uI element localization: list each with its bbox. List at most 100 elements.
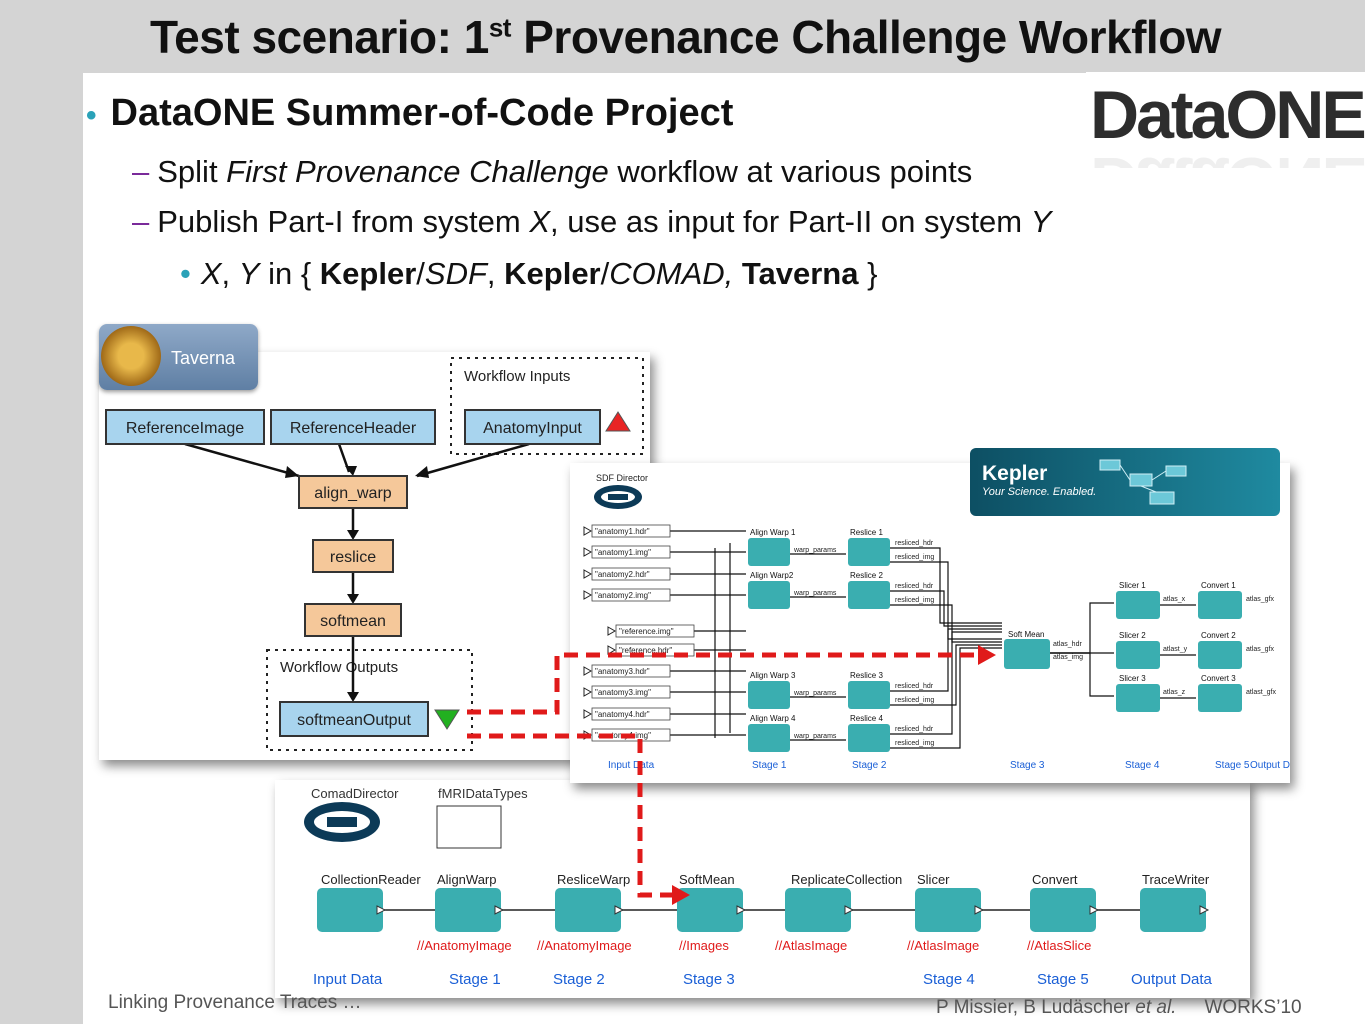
kepler-port-label: resliced_img bbox=[895, 740, 934, 747]
kepler-actor bbox=[1116, 641, 1160, 669]
input-port-icon bbox=[583, 687, 593, 697]
kepler-port-label: atlas_z bbox=[1163, 689, 1186, 696]
bullet-main: •DataONE Summer-of-Code Project bbox=[86, 92, 734, 134]
input-port-icon bbox=[583, 590, 593, 600]
kepler-input-label: "anatomy3.img" bbox=[595, 688, 651, 697]
kepler-port-label: resliced_hdr bbox=[895, 726, 934, 733]
comad-path-label: //AtlasImage bbox=[775, 938, 847, 953]
kepler-port-label: atlas_gfx bbox=[1246, 646, 1275, 653]
comad-director-label: ComadDirector bbox=[311, 786, 399, 801]
taverna-node bbox=[298, 475, 408, 509]
comad-path-label: //AnatomyImage bbox=[417, 938, 512, 953]
kepler-actor bbox=[1198, 684, 1242, 712]
taverna-node-label: softmeanOutput bbox=[297, 712, 411, 729]
kepler-actor bbox=[748, 581, 790, 609]
kepler-input-label: "anatomy2.img" bbox=[595, 591, 651, 600]
taverna-node bbox=[312, 539, 394, 573]
softmean-actor bbox=[1004, 639, 1050, 669]
input-port-icon bbox=[607, 645, 617, 655]
sdf-director-label: SDF Director bbox=[596, 473, 648, 483]
comad-actor bbox=[317, 888, 383, 932]
taverna-node-label: align_warp bbox=[314, 485, 391, 502]
kepler-port-label: atlas_gfx bbox=[1246, 596, 1275, 603]
comad-actor bbox=[435, 888, 501, 932]
kepler-stage-label: Input Data bbox=[608, 760, 655, 771]
comad-actor bbox=[915, 888, 981, 932]
kepler-input-label: "anatomy4.hdr" bbox=[595, 710, 650, 719]
taverna-node bbox=[304, 603, 402, 637]
kepler-actor-label: Slicer 1 bbox=[1119, 581, 1146, 590]
comad-actor-label: CollectionReader bbox=[321, 872, 421, 887]
kepler-actor-label: Reslice 4 bbox=[850, 714, 883, 723]
kepler-input-label: "reference.img" bbox=[619, 627, 674, 636]
kepler-stage-label: Output D bbox=[1250, 760, 1290, 771]
kepler-actor bbox=[748, 724, 790, 752]
kepler-input-label: "anatomy4.img" bbox=[595, 731, 651, 740]
input-port-icon bbox=[583, 666, 593, 676]
taverna-node bbox=[105, 409, 265, 445]
workflow-inputs-label: Workflow Inputs bbox=[464, 368, 570, 385]
output-port-icon bbox=[736, 905, 747, 915]
kepler-stage-label: Stage 1 bbox=[752, 760, 787, 771]
comad-actor bbox=[677, 888, 743, 932]
input-port-icon bbox=[583, 547, 593, 557]
kepler-port-label: warp_params bbox=[793, 547, 837, 554]
kepler-port-label: atlas_hdr bbox=[1053, 641, 1082, 648]
taverna-node bbox=[270, 409, 436, 445]
kepler-port-label: atlas_x bbox=[1163, 596, 1186, 603]
comad-actor bbox=[785, 888, 851, 932]
kepler-actor-label: Reslice 2 bbox=[850, 571, 883, 580]
kepler-port-label: atlast_y bbox=[1163, 646, 1188, 653]
bullet-split: –Split First Provenance Challenge workfl… bbox=[132, 154, 973, 189]
comad-actor-label: ResliceWarp bbox=[557, 872, 630, 887]
kepler-logo: Kepler Your Science. Enabled. bbox=[970, 448, 1280, 516]
input-port-icon bbox=[583, 730, 593, 740]
comad-actor-label: TraceWriter bbox=[1142, 872, 1210, 887]
comad-path-label: //Images bbox=[679, 938, 729, 953]
kepler-network-icon bbox=[1099, 459, 1187, 505]
kepler-input-label: "anatomy1.img" bbox=[595, 548, 651, 557]
kepler-port-label: resliced_hdr bbox=[895, 540, 934, 547]
gears-icon bbox=[101, 326, 161, 386]
footer-authors: P Missier, B Ludäscher et al.WORKS’10 bbox=[936, 997, 1302, 1018]
taverna-node-label: ReferenceHeader bbox=[290, 420, 417, 437]
output-port-icon bbox=[376, 905, 387, 915]
kepler-stage-label: Stage 2 bbox=[852, 760, 887, 771]
comad-actor bbox=[555, 888, 621, 932]
kepler-actor bbox=[848, 724, 890, 752]
slide-title: Test scenario: 1st Provenance Challenge … bbox=[150, 11, 1222, 63]
kepler-actor-label: Convert 3 bbox=[1201, 674, 1236, 683]
kepler-actor-label: Align Warp 1 bbox=[750, 528, 796, 537]
taverna-node bbox=[279, 701, 429, 737]
kepler-actor bbox=[1116, 591, 1160, 619]
output-port-icon bbox=[1089, 905, 1100, 915]
output-port-icon bbox=[844, 905, 855, 915]
taverna-node-label: reslice bbox=[330, 549, 376, 566]
kepler-actor-label: Align Warp 3 bbox=[750, 671, 796, 680]
comad-stage-label: Stage 4 bbox=[923, 971, 975, 988]
taverna-node-label: ReferenceImage bbox=[126, 420, 244, 437]
kepler-input-label: "reference.hdr" bbox=[619, 646, 672, 655]
kepler-input-constant bbox=[591, 588, 671, 602]
kepler-actor bbox=[1198, 641, 1242, 669]
input-port-icon bbox=[583, 526, 593, 536]
comad-path-label: //AtlasSlice bbox=[1027, 938, 1091, 953]
kepler-input-constant bbox=[615, 624, 695, 638]
comad-path-label: //AnatomyImage bbox=[537, 938, 632, 953]
footer-title: Linking Provenance Traces … bbox=[108, 992, 362, 1013]
kepler-port-label: resliced_img bbox=[895, 554, 934, 561]
comad-actor-label: Convert bbox=[1032, 872, 1078, 887]
kepler-actor-label: Slicer 3 bbox=[1119, 674, 1146, 683]
kepler-actor bbox=[848, 581, 890, 609]
kepler-actor-label: Reslice 3 bbox=[850, 671, 883, 680]
kepler-actor-label: Convert 2 bbox=[1201, 631, 1236, 640]
comad-actor-label: Slicer bbox=[917, 872, 950, 887]
comad-stage-label: Output Data bbox=[1131, 971, 1213, 988]
kepler-port-label: atlast_gfx bbox=[1246, 689, 1276, 696]
bullet-publish: –Publish Part-I from system X, use as in… bbox=[132, 204, 1052, 239]
sdf-director-icon bbox=[594, 485, 642, 509]
comad-actor-label: ReplicateCollection bbox=[791, 872, 902, 887]
taverna-workflow-panel: Workflow Inputs Workflow Outputs Referen… bbox=[99, 352, 650, 760]
kepler-actor-label: Align Warp 4 bbox=[750, 714, 796, 723]
kepler-actor bbox=[1198, 591, 1242, 619]
